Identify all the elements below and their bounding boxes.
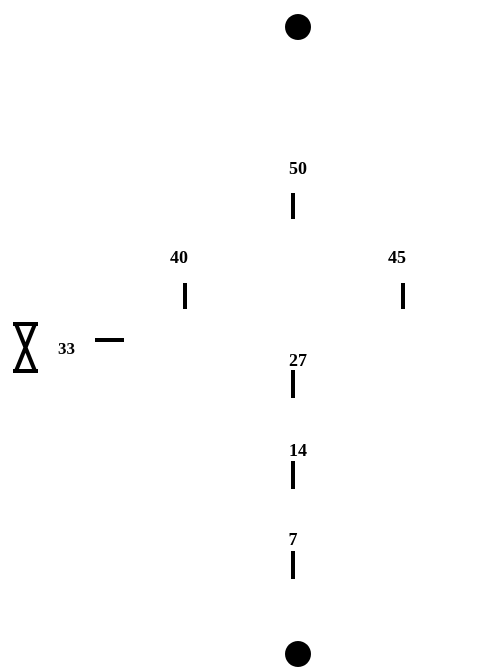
marker-label-50: 50 — [289, 158, 307, 178]
marker-label-27: 27 — [289, 350, 307, 370]
marker-label-14: 14 — [289, 440, 307, 460]
marker-label-33: 33 — [58, 339, 75, 358]
marker-label-45: 45 — [388, 247, 406, 267]
hourglass-icon — [13, 322, 38, 373]
start-dot — [285, 14, 311, 40]
marker-label-40: 40 — [170, 247, 188, 267]
marker-label-7: 7 — [289, 529, 298, 549]
end-dot — [285, 641, 311, 667]
